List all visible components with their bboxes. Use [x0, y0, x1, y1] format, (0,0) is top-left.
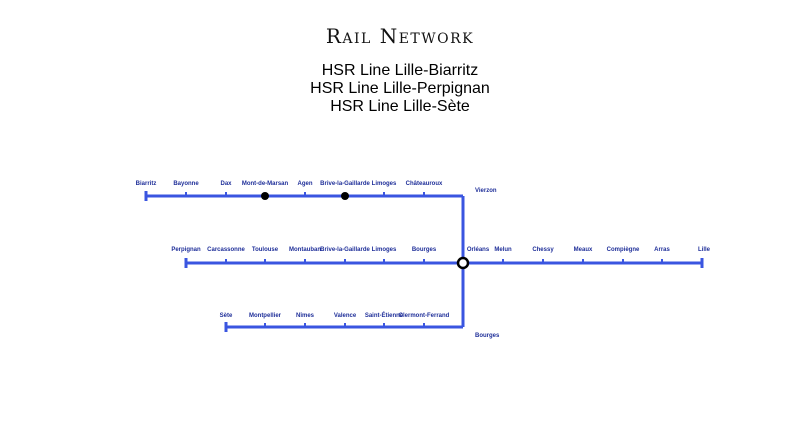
station-label-agen: Agen: [298, 181, 313, 187]
station-label-brive-la-gaillarde: Brive-la-Gaillarde: [320, 181, 370, 187]
station-label-clermont-ferrand: Clermont-Ferrand: [399, 313, 450, 319]
station-label-meaux: Meaux: [574, 247, 593, 253]
station-label-compiegne: Compiègne: [607, 247, 640, 253]
subtitle-line-biarritz: HSR Line Lille-Biarritz: [321, 62, 479, 79]
station-label-saint-etienne: Saint-Étienne: [365, 311, 404, 319]
line-list: HSR Line Lille-Biarritz HSR Line Lille-P…: [0, 62, 800, 116]
diagram-title: Rail Network: [325, 24, 475, 48]
station-label-nimes: Nîmes: [296, 313, 315, 319]
station-label-dax: Dax: [220, 181, 232, 187]
station-label-brive-la-gaillarde: Brive-la-Gaillarde: [320, 247, 370, 253]
station-label-limoges: Limoges: [372, 181, 397, 187]
station-label-vierzon: Vierzon: [475, 188, 497, 194]
station-label-bourges: Bourges: [475, 333, 500, 339]
station-label-chessy: Chessy: [532, 247, 554, 253]
station-label-orleans: Orléans: [467, 247, 490, 253]
station-label-mont-de-marsan: Mont-de-Marsan: [242, 181, 289, 187]
station-label-bourges: Bourges: [412, 247, 437, 253]
station-label-carcassonne: Carcassonne: [207, 247, 245, 253]
major-station-brive-la-gaillarde: [341, 192, 349, 200]
station-label-limoges: Limoges: [372, 247, 397, 253]
station-label-toulouse: Toulouse: [252, 247, 279, 253]
station-label-arras: Arras: [654, 247, 670, 253]
station-label-valence: Valence: [334, 313, 357, 319]
subtitle-line-sete: HSR Line Lille-Sète: [330, 98, 470, 115]
station-label-biarritz: Biarritz: [136, 181, 157, 187]
interchange-station-orleans: [456, 256, 470, 270]
major-station-mont-de-marsan: [261, 192, 269, 200]
station-label-melun: Melun: [494, 247, 512, 253]
station-label-bayonne: Bayonne: [173, 181, 199, 187]
station-label-montpellier: Montpellier: [249, 313, 282, 319]
station-label-chateauroux: Châteauroux: [406, 181, 443, 187]
station-label-perpignan: Perpignan: [171, 247, 201, 253]
station-label-lille: Lille: [698, 247, 711, 253]
station-label-montauban: Montauban: [289, 247, 321, 253]
station-label-sete: Sète: [220, 313, 233, 319]
subtitle-line-perpignan: HSR Line Lille-Perpignan: [310, 80, 490, 97]
